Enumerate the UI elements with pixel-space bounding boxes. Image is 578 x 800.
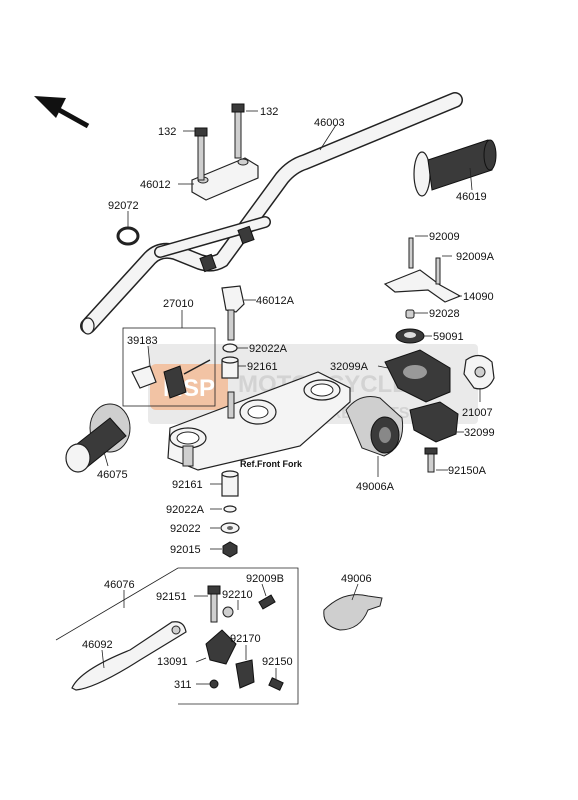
ref-front-fork: Ref.Front Fork: [240, 459, 303, 469]
label-311: 311: [174, 679, 192, 691]
label-92022A-bottom: 92022A: [166, 504, 205, 516]
label-92170: 92170: [230, 633, 261, 645]
washer-59091-part[interactable]: [395, 328, 425, 344]
direction-arrow-icon: [34, 96, 90, 129]
label-92151: 92151: [156, 591, 187, 603]
label-46075: 46075: [97, 469, 128, 481]
label-49006A: 49006A: [356, 481, 395, 493]
label-46012A: 46012A: [256, 295, 295, 307]
label-13091: 13091: [157, 656, 188, 668]
throttle-grip-part[interactable]: [345, 396, 404, 457]
lever-cover-part[interactable]: [323, 594, 383, 631]
label-32099A: 32099A: [330, 361, 369, 373]
label-92028: 92028: [429, 308, 460, 320]
part-labels: 46003 132 132 46012 92072 46019 92009 92…: [82, 106, 495, 691]
clutch-lever-part[interactable]: [71, 621, 187, 691]
cable-holder-part[interactable]: [463, 354, 495, 390]
label-59091: 59091: [433, 331, 464, 343]
switch-box-frame: [122, 327, 216, 407]
right-grip-part[interactable]: [413, 139, 497, 197]
lever-assembly-frame: [55, 567, 299, 705]
label-92072: 92072: [108, 200, 139, 212]
leader-lines: [101, 110, 481, 685]
label-49006: 49006: [341, 573, 372, 585]
label-92150: 92150: [262, 656, 293, 668]
label-92150A: 92150A: [448, 465, 487, 477]
label-132-right: 132: [260, 106, 278, 118]
label-27010: 27010: [163, 298, 194, 310]
label-46012: 46012: [140, 179, 171, 191]
label-92022: 92022: [170, 523, 201, 535]
label-46076: 46076: [104, 579, 135, 591]
label-46003: 46003: [314, 117, 345, 129]
label-92161-bottom: 92161: [172, 479, 203, 491]
label-92009A: 92009A: [456, 251, 495, 263]
band-clip-part[interactable]: [116, 226, 140, 246]
label-32099: 32099: [464, 427, 495, 439]
steering-stem-part[interactable]: [167, 371, 351, 471]
label-92161-top: 92161: [247, 361, 278, 373]
washer-spacer-top-part[interactable]: [221, 343, 239, 379]
label-46019: 46019: [456, 191, 487, 203]
lever-holder-part[interactable]: [205, 585, 284, 691]
label-39183: 39183: [127, 335, 158, 347]
bar-holder-part[interactable]: [221, 285, 245, 341]
label-92009: 92009: [429, 231, 460, 243]
label-92022A-top: 92022A: [249, 343, 288, 355]
left-grip-part[interactable]: [65, 403, 131, 473]
label-46092: 46092: [82, 639, 113, 651]
engine-stop-switch-part[interactable]: [131, 359, 211, 399]
throttle-case-lower-part[interactable]: [409, 401, 459, 473]
label-92210: 92210: [222, 589, 253, 601]
label-21007: 21007: [462, 407, 493, 419]
label-14090: 14090: [463, 291, 494, 303]
throttle-housing-part[interactable]: [384, 349, 451, 403]
handlebar-part[interactable]: [80, 92, 463, 335]
lower-spacer-stack-part[interactable]: [220, 470, 240, 558]
label-132-left: 132: [158, 126, 176, 138]
label-92015: 92015: [170, 544, 201, 556]
handlebar-clamp-part[interactable]: [191, 103, 259, 201]
label-92009B: 92009B: [246, 573, 284, 585]
throttle-bracket-part[interactable]: [383, 237, 462, 319]
